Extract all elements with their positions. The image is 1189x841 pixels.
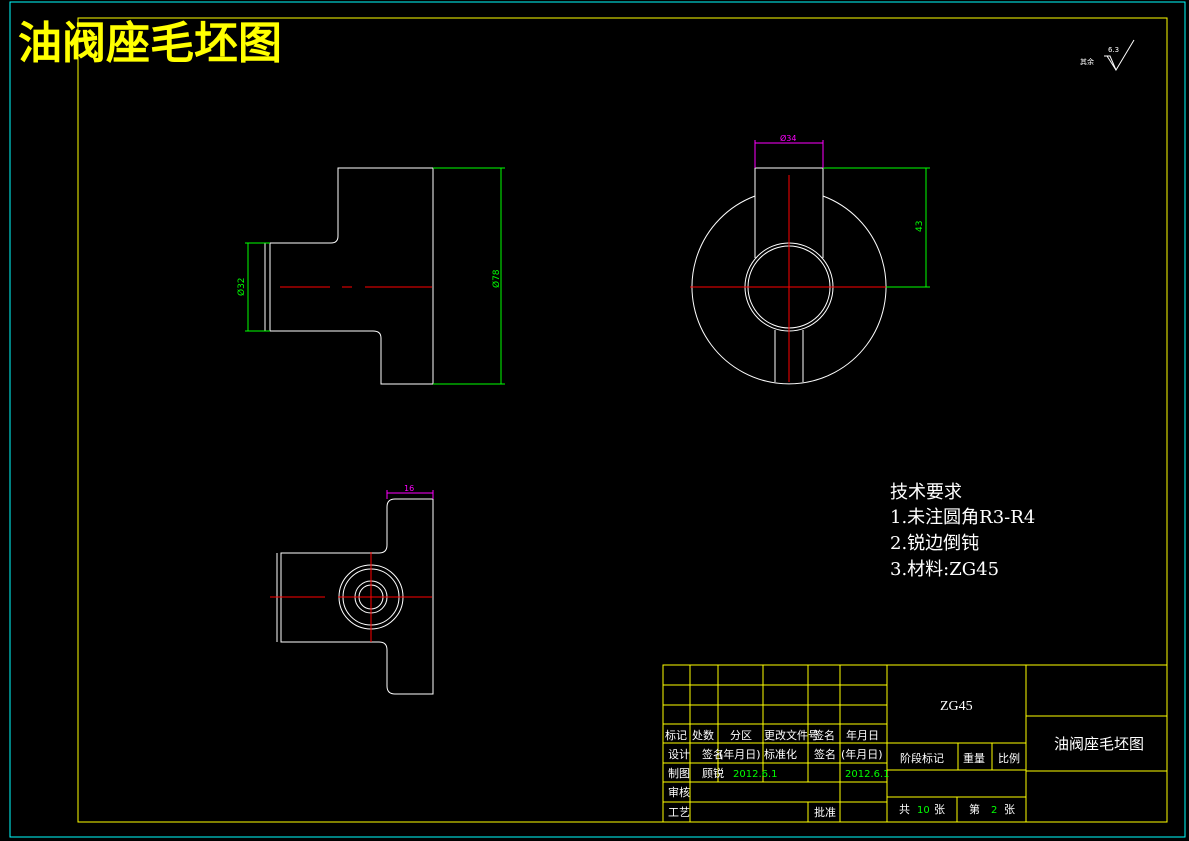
tb-sheet-suffix: 张 — [1004, 803, 1015, 816]
tb-approve-label: 批准 — [814, 805, 836, 819]
tb-design-cell: 签名 — [814, 747, 836, 761]
tb-design-cell: 标准化 — [764, 747, 797, 761]
title-block — [662, 664, 1168, 823]
side-dimensions-magenta — [754, 140, 824, 168]
dim-side-height: 43 — [915, 221, 925, 232]
tb-draw-date: 2012.6.1 — [733, 769, 778, 780]
tb-total-prefix: 共 — [899, 803, 910, 816]
roughness-label: 其余 — [1080, 57, 1094, 66]
tb-header-cell: 更改文件号 — [764, 728, 819, 742]
tech-heading: 技术要求 — [890, 482, 962, 503]
tb-header-cell: 年月日 — [846, 728, 879, 742]
tb-draw-date: 2012.6.1 — [845, 769, 890, 780]
outer-border — [9, 1, 1186, 838]
tb-sheet-no: 2 — [991, 805, 997, 816]
tech-requirements: 技术要求 1.未注圆角R3-R4 2.锐边倒钝 3.材料:ZG45 — [890, 482, 1035, 580]
front-dimensions — [245, 167, 505, 385]
inner-frame — [77, 17, 1168, 823]
tech-item: 3.材料:ZG45 — [890, 559, 999, 580]
dim-side-slot-width: Ø34 — [780, 133, 796, 143]
tech-item: 2.锐边倒钝 — [890, 533, 979, 554]
tb-stage-label: 阶段标记 — [900, 751, 944, 765]
tb-scale-label: 比例 — [998, 751, 1020, 765]
tb-draw-name: 顾锐 — [702, 766, 724, 780]
tb-sheet-prefix: 第 — [969, 802, 980, 816]
tb-review-label: 审核 — [668, 785, 690, 799]
dim-front-small-dia: Ø32 — [236, 277, 247, 296]
tb-header-cell: 标记 — [665, 728, 687, 742]
tb-weight-label: 重量 — [963, 751, 985, 765]
tb-total-suffix: 张 — [934, 803, 945, 816]
tb-draw-label: 制图 — [668, 767, 690, 780]
drawing-title: 油阀座毛坯图 — [18, 18, 282, 69]
dim-bottom-width: 16 — [404, 484, 414, 493]
tb-header-cell: 签名 — [813, 728, 835, 742]
tb-total-sheets: 10 — [917, 805, 930, 816]
tb-header-cell: 处数 — [692, 729, 714, 742]
tb-part-name: 油阀座毛坯图 — [1054, 735, 1144, 753]
dim-front-large-dia: Ø78 — [491, 269, 502, 288]
tb-header-cell: 分区 — [730, 729, 752, 742]
tb-design-cell: 签名 — [702, 747, 724, 761]
tb-process-label: 工艺 — [668, 806, 690, 819]
roughness-value: 6.3 — [1108, 46, 1119, 54]
bottom-dimensions — [386, 490, 434, 499]
roughness-symbol: 其余 6.3 — [1080, 39, 1135, 72]
side-dimensions — [823, 167, 930, 288]
tb-design-cell: (年月日) — [841, 747, 883, 761]
tech-item: 1.未注圆角R3-R4 — [890, 507, 1035, 528]
side-centerlines — [690, 175, 886, 382]
front-view — [264, 167, 434, 385]
tb-design-cell: 设计 — [668, 748, 690, 761]
tb-design-cell: (年月日) — [719, 747, 761, 761]
title-block-text: 标记 处数 分区 更改文件号 签名 年月日 设计 签名 (年月日) 标准化 签名… — [665, 699, 1144, 819]
bottom-centerlines — [270, 552, 432, 642]
tb-material: ZG45 — [940, 699, 973, 714]
